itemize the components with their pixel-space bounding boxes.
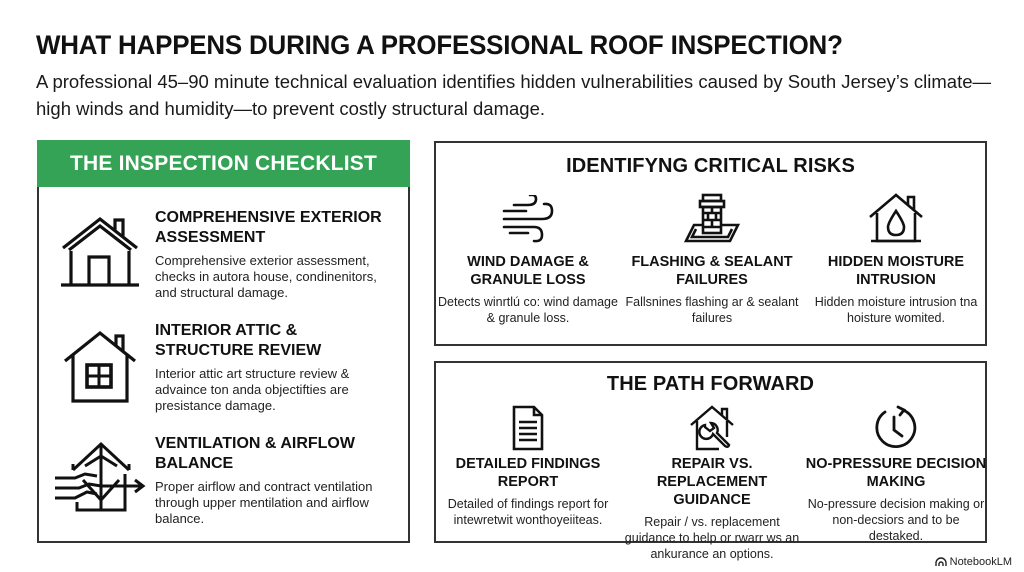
path-item-heading: Repair vs. Replacement Guidance — [656, 456, 768, 508]
path-item-description: No-pressure decision making or non-decsi… — [807, 497, 985, 543]
path-item-heading: No-Pressure Decision Making — [805, 456, 987, 490]
clock-refresh-icon — [875, 405, 917, 448]
path-item: Detailed Findings Report Detailed of fin… — [436, 405, 620, 528]
house-icon — [61, 216, 139, 287]
wind-icon — [502, 195, 554, 243]
house-window-icon — [64, 330, 136, 403]
risk-item-description: Hidden moisture intrusion tna hoisture w… — [814, 295, 978, 325]
document-icon — [512, 405, 544, 451]
checklist-item-heading: Interior Attic & Structure Review — [155, 322, 322, 359]
checklist-item-heading: Comprehensive Exterior Assessment — [155, 209, 382, 246]
risk-item-heading: Hidden Moisture Intrusion — [827, 254, 965, 288]
risk-item: Hidden Moisture Intrusion Hidden moistur… — [804, 193, 988, 326]
path-forward-title: THE PATH FORWARD — [606, 373, 815, 395]
critical-risks-panel: IDENTIFYNG CRITICAL RISKS Wind Damage & … — [434, 141, 987, 346]
checklist-item-heading: Ventilation & Airflow Balance — [155, 435, 355, 472]
notebooklm-logo-icon — [934, 557, 947, 566]
notebooklm-watermark: NotebookLM — [934, 556, 1012, 568]
risk-item-description: Fallsnines flashing ar & sealant failure… — [625, 295, 799, 325]
checklist-item-description: Interior attic art structure review & ad… — [155, 366, 350, 413]
risk-item-heading: Flashing & Sealant Failures — [631, 254, 793, 288]
risk-item: Flashing & Sealant Failures Fallsnines f… — [620, 193, 804, 326]
inspection-checklist-panel: THE INSPECTION CHECKLIST Comprehensive E… — [37, 140, 410, 543]
path-item-heading: Detailed Findings Report — [455, 456, 601, 490]
risks-title: IDENTIFYNG CRITICAL RISKS — [566, 155, 855, 177]
path-item-description: Repair / vs. replacement guidance to hel… — [624, 515, 800, 561]
risk-item: Wind Damage & Granule Loss Detects winrt… — [436, 195, 620, 326]
house-water-drop-icon — [869, 193, 923, 243]
chimney-flashing-icon — [684, 193, 740, 243]
checklist-item-description: Comprehensive exterior assessment, check… — [155, 253, 377, 300]
risk-item-heading: Wind Damage & Granule Loss — [467, 254, 589, 288]
path-forward-panel: THE PATH FORWARD Detailed Findings Repor… — [434, 361, 988, 561]
watermark-label: NotebookLM — [949, 556, 1012, 568]
ventilation-airflow-icon — [55, 441, 146, 512]
page-subtitle: A professional 45–90 minute technical ev… — [36, 71, 992, 119]
path-item-description: Detailed of findings report for intewret… — [447, 497, 609, 527]
checklist-item-description: Proper airflow and contract ventilation … — [155, 479, 373, 526]
page-title: WHAT HAPPENS DURING A PROFESSIONAL ROOF … — [36, 30, 843, 60]
checklist-header: THE INSPECTION CHECKLIST — [37, 140, 410, 187]
risk-item-description: Detects winrtlú co: wind damage & granul… — [438, 295, 618, 325]
house-wrench-icon — [690, 405, 734, 451]
path-item: No-Pressure Decision Making No-pressure … — [804, 405, 988, 544]
path-item: Repair vs. Replacement Guidance Repair /… — [620, 405, 804, 562]
